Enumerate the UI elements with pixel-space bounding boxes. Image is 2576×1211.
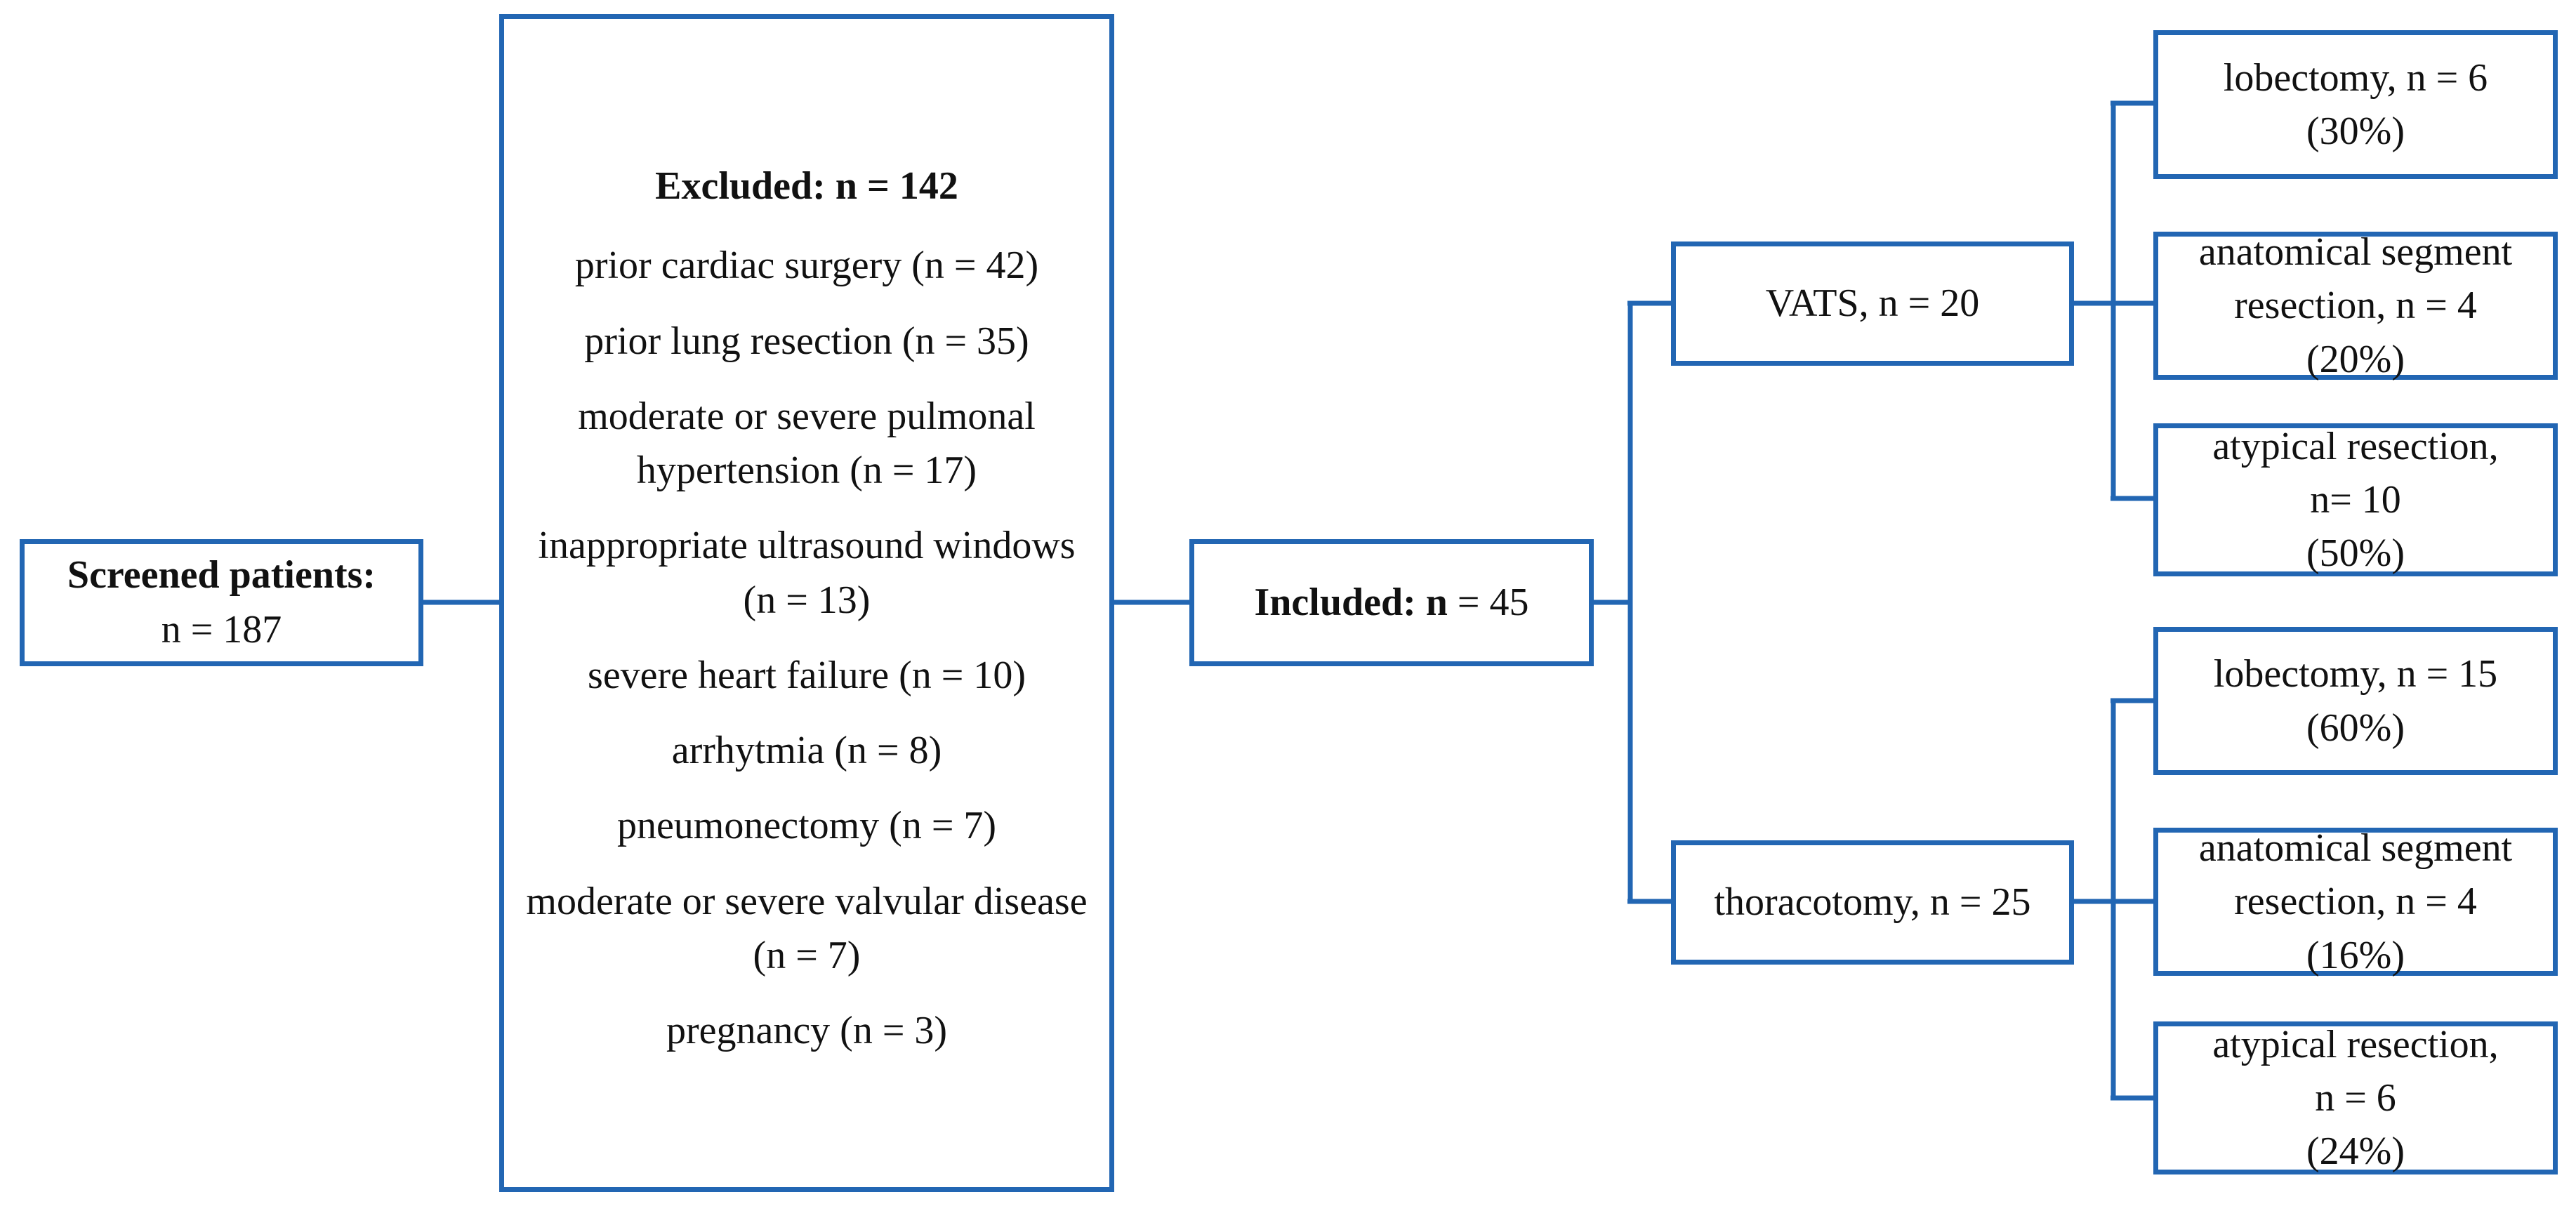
excluded-reason-valvular-disease: moderate or severe valvular disease (n =…: [526, 879, 1088, 977]
excluded-reason-pneumonectomy: pneumonectomy (n = 7): [616, 804, 997, 848]
thoracotomy-lobectomy-box: lobectomy, n = 15 (60%): [2153, 627, 2558, 775]
included-n-label: n: [1425, 580, 1448, 624]
vats-atypical-box: atypical resection, n= 10 (50%): [2153, 423, 2558, 576]
vats-segment-line1: anatomical segment: [2198, 230, 2513, 274]
vats-atypical-line3: (50%): [2306, 531, 2405, 576]
vats-lobectomy-box: lobectomy, n = 6 (30%): [2153, 30, 2558, 179]
screened-title: Screened patients:: [67, 552, 376, 597]
thoracotomy-segment-line2: resection, n = 4: [2234, 880, 2477, 924]
vats-label: VATS, n = 20: [1765, 281, 1980, 325]
thoracotomy-atypical-line3: (24%): [2306, 1130, 2405, 1174]
included-value: = 45: [1457, 580, 1529, 624]
vats-box: VATS, n = 20: [1671, 241, 2074, 366]
excluded-reason-heart-failure: severe heart failure (n = 10): [588, 653, 1026, 697]
thoracotomy-segment-line1: anatomical segment: [2198, 826, 2513, 871]
thoracotomy-segment-line3: (16%): [2306, 933, 2405, 977]
screened-patients-box: Screened patients: n = 187: [20, 539, 423, 666]
thoracotomy-lobectomy-line1: lobectomy, n = 15: [2213, 652, 2498, 696]
included-box: Included: n = 45: [1189, 539, 1594, 666]
vats-segment-box: anatomical segment resection, n = 4 (20%…: [2153, 230, 2558, 381]
vats-lobectomy-line2: (30%): [2306, 110, 2405, 153]
vats-segment-line3: (20%): [2306, 337, 2405, 381]
thoracotomy-segment-box: anatomical segment resection, n = 4 (16%…: [2153, 826, 2558, 977]
thoracotomy-label: thoracotomy, n = 25: [1714, 880, 2031, 924]
excluded-reason-arrhytmia: arrhytmia (n = 8): [671, 729, 942, 773]
thoracotomy-atypical-line1: atypical resection,: [2212, 1022, 2499, 1066]
excluded-reason-pulmonal-hypertension: moderate or severe pulmonal hypertension…: [578, 394, 1036, 493]
excluded-reason-ultrasound-windows: inappropriate ultrasound windows (n = 13…: [538, 524, 1076, 622]
vats-segment-line2: resection, n = 4: [2234, 284, 2477, 328]
excluded-reason-pregnancy: pregnancy (n = 3): [666, 1009, 948, 1053]
thoracotomy-atypical-box: atypical resection, n = 6 (24%): [2153, 1021, 2558, 1174]
excluded-box: Excluded: n = 142 prior cardiac surgery …: [499, 14, 1114, 1192]
thoracotomy-box: thoracotomy, n = 25: [1671, 840, 2074, 965]
screened-count: n = 187: [161, 607, 282, 651]
thoracotomy-lobectomy-line2: (60%): [2306, 706, 2405, 750]
included-label: Included:: [1254, 580, 1416, 624]
vats-atypical-line2: n= 10: [2310, 477, 2401, 522]
thoracotomy-atypical-line2: n = 6: [2315, 1076, 2396, 1120]
vats-lobectomy-line1: lobectomy, n = 6: [2223, 55, 2488, 100]
excluded-reason-lung-resection: prior lung resection (n = 35): [584, 319, 1029, 363]
excluded-reason-cardiac-surgery: prior cardiac surgery (n = 42): [574, 244, 1039, 288]
excluded-title: Excluded: n = 142: [655, 164, 958, 208]
vats-atypical-line1: atypical resection,: [2212, 424, 2499, 468]
